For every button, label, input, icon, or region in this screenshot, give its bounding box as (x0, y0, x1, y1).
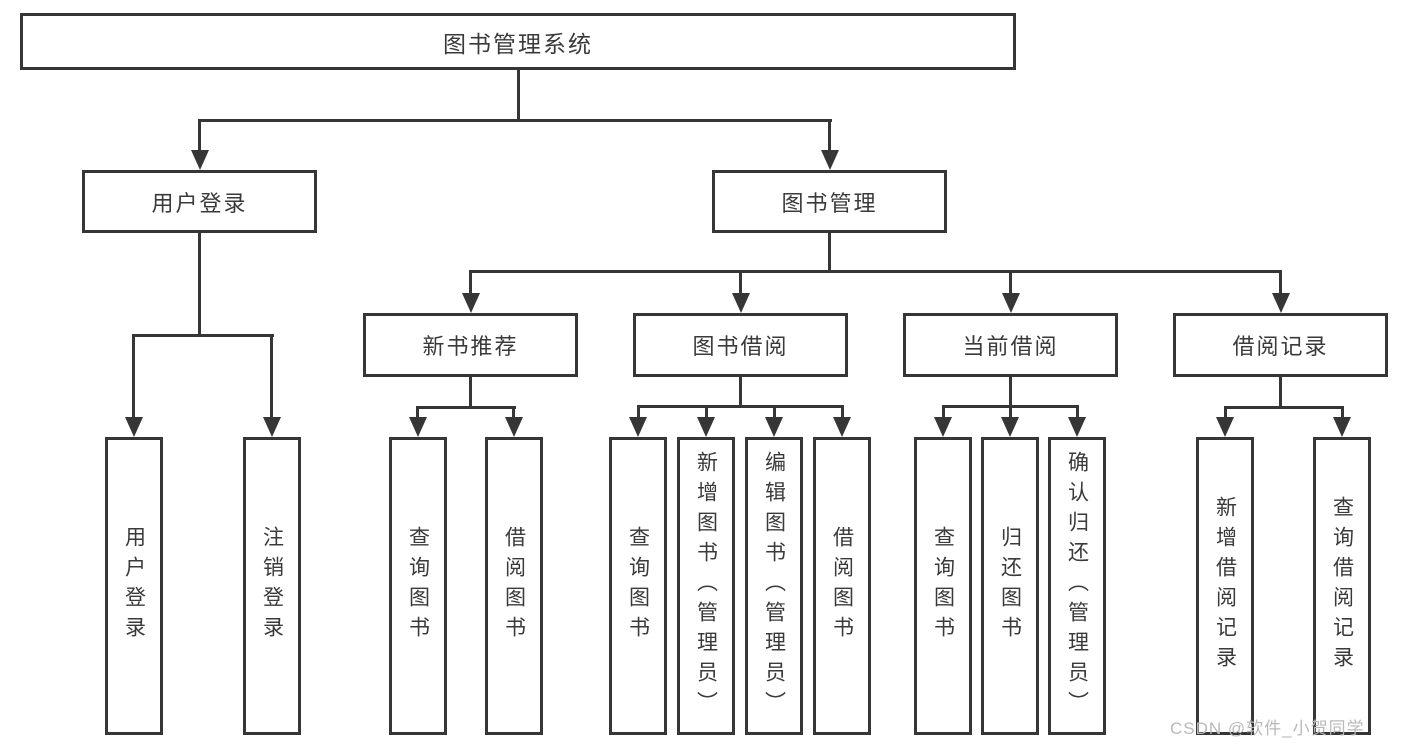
leaf-label: 归还图书 (998, 526, 1022, 646)
arrow-down-icon (833, 417, 851, 437)
arrow-down-icon (190, 150, 209, 170)
connector-line (1009, 270, 1012, 296)
leaf-label: 借阅图书 (830, 526, 854, 646)
connector-line (517, 70, 520, 122)
leaf-borrow-books: 借阅图书 (813, 437, 871, 735)
arrow-down-icon (731, 293, 750, 313)
arrow-down-icon (629, 417, 647, 437)
leaf-label: 查询图书 (406, 526, 430, 646)
connector-line (469, 377, 472, 409)
leaf-query-books-borrowing: 查询图书 (609, 437, 667, 735)
connector-line (828, 233, 831, 273)
arrow-down-icon (1333, 417, 1351, 437)
arrow-down-icon (1001, 293, 1020, 313)
leaf-add-borrow-record: 新增借阅记录 (1196, 437, 1254, 735)
leaf-logout: 注销登录 (243, 437, 301, 735)
connector-line (828, 119, 831, 153)
arrow-down-icon (934, 417, 952, 437)
leaf-label: 查询借阅记录 (1330, 496, 1354, 676)
node-new-book-recommendation: 新书推荐 (363, 313, 578, 377)
arrow-down-icon (1216, 417, 1234, 437)
node-label: 借阅记录 (1232, 334, 1329, 359)
node-label: 图书借阅 (692, 334, 789, 359)
connector-line (739, 270, 742, 296)
leaf-label: 查询图书 (626, 526, 650, 646)
connector-line (512, 406, 515, 420)
node-book-management: 图书管理 (712, 170, 947, 233)
connector-line (739, 377, 742, 408)
leaf-add-books-admin: 新增图书（管理员） (677, 437, 735, 735)
arrow-down-icon (1068, 417, 1086, 437)
connector-line (270, 334, 273, 419)
leaf-label: 新增借阅记录 (1213, 496, 1237, 676)
node-borrowing-records: 借阅记录 (1173, 313, 1388, 377)
connector-line (636, 405, 640, 420)
node-user-login: 用户登录 (82, 170, 317, 233)
connector-line (132, 334, 135, 419)
leaf-label: 编辑图书（管理员） (762, 451, 786, 721)
node-label: 新书推荐 (422, 334, 519, 359)
node-label: 图书管理 (781, 190, 878, 216)
leaf-label: 确认归还（管理员） (1065, 451, 1089, 721)
csdn-watermark: CSDN @软件_小贺同学 (1170, 719, 1365, 738)
arrow-down-icon (409, 417, 427, 437)
leaf-confirm-return-admin: 确认归还（管理员） (1048, 437, 1106, 735)
connector-line (636, 405, 844, 408)
connector-line (469, 270, 1282, 273)
arrow-down-icon (505, 417, 523, 437)
connector-line (469, 270, 472, 296)
connector-line (1279, 270, 1282, 296)
connector-line (132, 334, 274, 337)
node-library-management-system: 图书管理系统 (20, 13, 1016, 70)
leaf-user-login: 用户登录 (105, 437, 163, 735)
connector-line (941, 405, 945, 420)
connector-line (1340, 406, 1344, 420)
leaf-return-books: 归还图书 (981, 437, 1039, 735)
node-current-borrowing: 当前借阅 (903, 313, 1118, 377)
leaf-query-books-current: 查询图书 (914, 437, 972, 735)
arrow-down-icon (765, 417, 783, 437)
connector-line (198, 233, 201, 337)
leaf-label: 注销登录 (260, 526, 284, 646)
connector-line (704, 405, 708, 420)
connector-line (1223, 406, 1343, 409)
leaf-query-books-recommend: 查询图书 (389, 437, 447, 735)
connector-line (1009, 377, 1012, 408)
arrow-down-icon (820, 150, 839, 170)
connector-line (198, 119, 832, 122)
node-label: 用户登录 (151, 190, 248, 216)
arrow-down-icon (697, 417, 715, 437)
leaf-edit-books-admin: 编辑图书（管理员） (745, 437, 803, 735)
connector-line (416, 406, 419, 420)
arrow-down-icon (1271, 293, 1290, 313)
node-label: 当前借阅 (962, 334, 1059, 359)
leaf-label: 查询图书 (931, 526, 955, 646)
arrow-down-icon (1001, 417, 1019, 437)
leaf-label: 新增图书（管理员） (694, 451, 718, 721)
arrow-down-icon (263, 417, 281, 437)
arrow-down-icon (461, 293, 480, 313)
connector-line (840, 405, 844, 420)
connector-line (772, 405, 776, 420)
connector-line (1008, 405, 1012, 420)
arrow-down-icon (125, 417, 143, 437)
connector-line (198, 119, 201, 153)
connector-line (1279, 377, 1282, 409)
connector-line (416, 406, 516, 409)
node-label: 图书管理系统 (443, 30, 593, 57)
leaf-query-borrow-record: 查询借阅记录 (1313, 437, 1371, 735)
node-book-borrowing: 图书借阅 (633, 313, 848, 377)
leaf-borrow-books-recommend: 借阅图书 (485, 437, 543, 735)
leaf-label: 用户登录 (122, 526, 146, 646)
leaf-label: 借阅图书 (502, 526, 526, 646)
connector-line (1075, 405, 1079, 420)
connector-line (1223, 406, 1227, 420)
